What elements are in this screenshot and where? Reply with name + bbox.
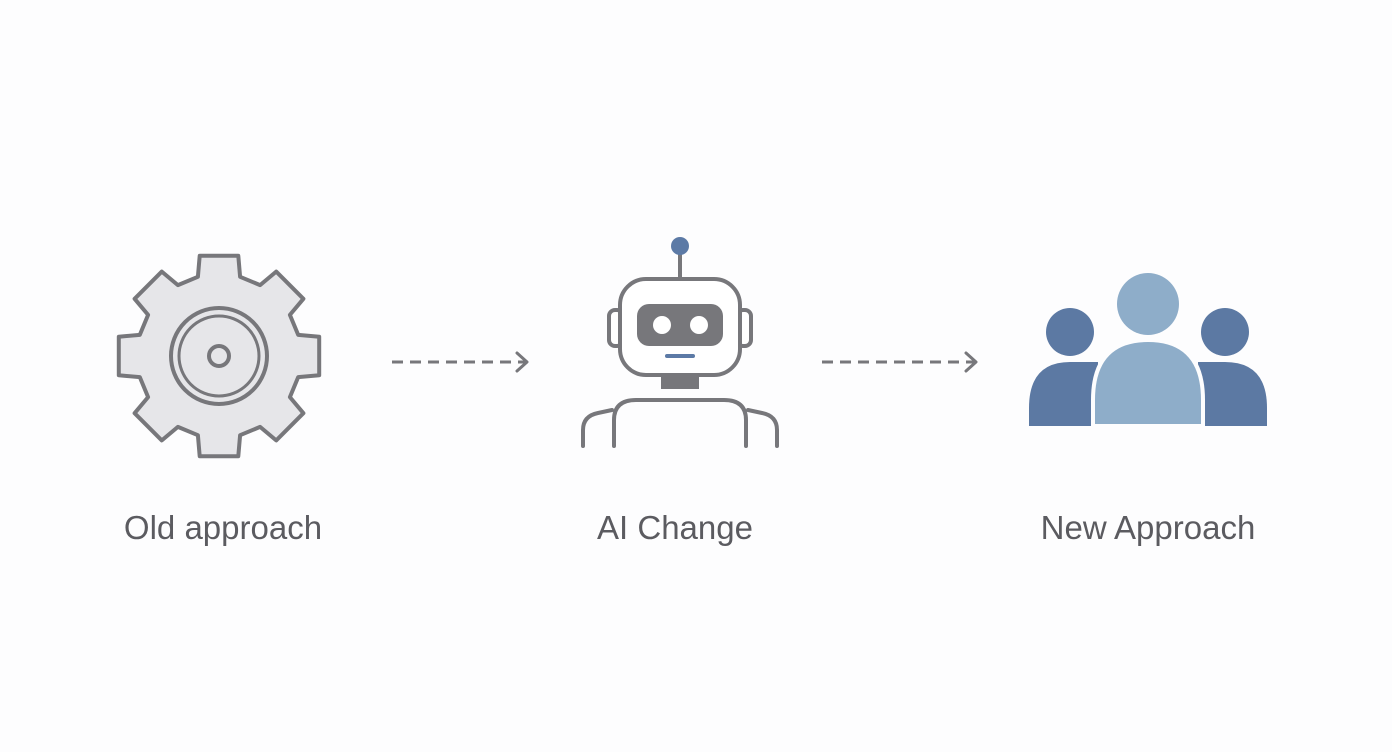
gear-icon — [116, 253, 322, 459]
dashed-arrow-old-to-ai — [392, 351, 529, 373]
label-old-approach: Old approach — [123, 509, 323, 546]
person-left-body — [1029, 362, 1098, 426]
people-group-icon — [1029, 273, 1267, 428]
robot-icon — [581, 237, 779, 448]
label-ai-change: AI Change — [597, 509, 753, 546]
label-new-approach: New Approach — [1040, 509, 1256, 546]
person-center-body — [1095, 342, 1201, 424]
person-right-body — [1198, 362, 1267, 426]
dashed-arrow-ai-to-new — [822, 351, 978, 373]
person-center-head — [1117, 273, 1179, 335]
person-right-head — [1201, 308, 1249, 356]
person-left-head — [1046, 308, 1094, 356]
antenna-ball — [671, 237, 689, 255]
